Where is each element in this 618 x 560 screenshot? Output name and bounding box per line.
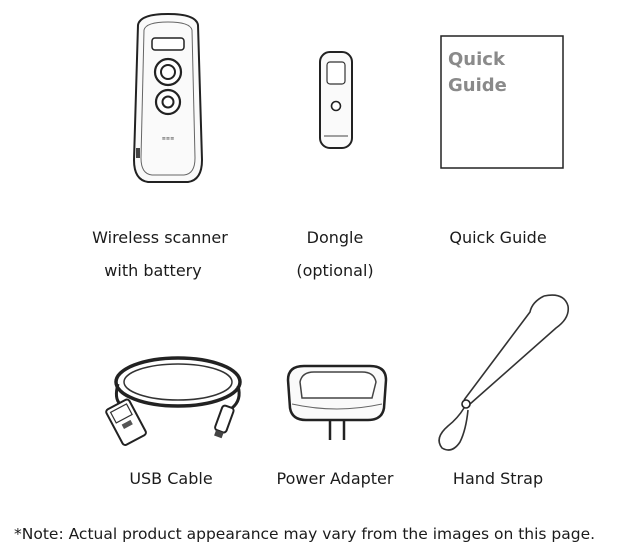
usb-cable-icon (105, 356, 242, 446)
dongle-label-line2: (optional) (296, 261, 374, 280)
footnote: *Note: Actual product appearance may var… (14, 525, 596, 543)
quick-guide-cover-line1: Quick (448, 49, 506, 70)
scanner-logo: ≡≡≡ (162, 136, 175, 142)
wireless-scanner-label: Wireless scanner (92, 228, 228, 247)
dongle-icon (319, 51, 353, 149)
hand-strap-icon (438, 294, 570, 451)
wireless-scanner-label-line2: with battery (104, 261, 202, 280)
quick-guide-booklet-icon: Quick Guide (440, 35, 564, 169)
quick-guide-label: Quick Guide (449, 228, 547, 247)
dongle-label: Dongle (306, 228, 364, 247)
power-adapter-label: Power Adapter (276, 469, 394, 488)
hand-strap-label: Hand Strap (452, 469, 544, 488)
quick-guide-cover-line2: Guide (448, 75, 507, 96)
usb-cable-label: USB Cable (129, 469, 213, 488)
power-adapter-icon (286, 364, 388, 440)
wireless-scanner-icon: ≡≡≡ (132, 12, 204, 183)
